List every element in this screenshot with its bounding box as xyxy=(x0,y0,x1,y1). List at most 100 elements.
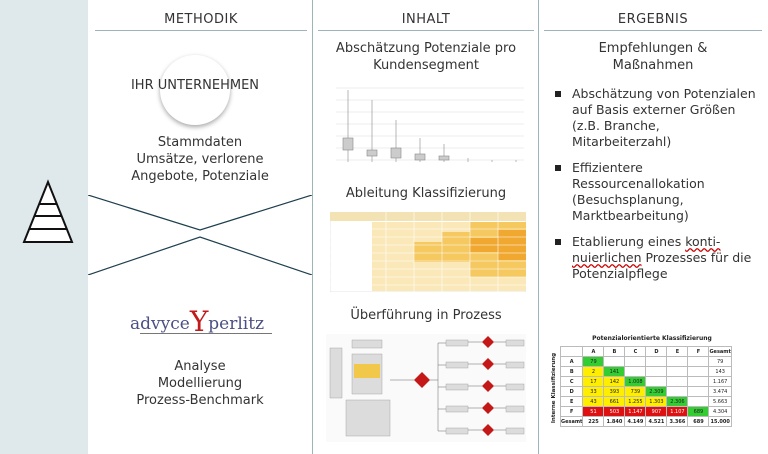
column-header-ergebnis: ERGEBNIS xyxy=(617,12,689,27)
table-cell: 142 xyxy=(603,376,626,387)
table-header-cell: B xyxy=(603,346,626,357)
table-cell: 907 xyxy=(645,406,668,417)
table-cell: 79 xyxy=(708,356,732,367)
boxplot-thumbnail xyxy=(336,87,524,162)
table-header-cell xyxy=(559,346,584,357)
table-cell: 225 xyxy=(582,416,605,427)
table-title: Potenzialorientierte Klassifizierung xyxy=(592,335,712,342)
table-cell: 3.366 xyxy=(666,416,689,427)
table-cell xyxy=(687,386,710,397)
recommendations-list: Abschätzung von Potenzialen auf Basis ex… xyxy=(553,86,758,292)
table-cell: E xyxy=(559,396,584,407)
table-cell: 51 xyxy=(582,406,605,417)
logo-part: perlitz xyxy=(208,314,265,334)
bullet-text: Etablierung eines xyxy=(572,234,686,249)
chevron-divider xyxy=(88,195,312,275)
table-cell xyxy=(687,376,710,387)
table-cell xyxy=(666,356,689,367)
title-line: Abschätzung Potenziale pro xyxy=(335,41,517,56)
table-cell: 3.474 xyxy=(708,386,732,397)
table-cell: 689 xyxy=(687,416,710,427)
table-cell xyxy=(645,376,668,387)
list-item: Effizientere Ressourcenallokation (Besuc… xyxy=(553,160,758,224)
table-cell xyxy=(624,356,647,367)
bullet-text-spellcheck: konti-nuierlichen xyxy=(572,234,721,265)
advyce-perlitz-logo: advyceYperlitz xyxy=(130,303,280,338)
table-cell: 43 xyxy=(582,396,605,407)
table-cell: Gesamt xyxy=(559,416,584,427)
classification-matrix-thumbnail xyxy=(329,211,527,293)
list-item: Abschätzung von Potenzialen auf Basis ex… xyxy=(553,86,758,150)
company-circle xyxy=(160,55,230,125)
table-cell: 2.309 xyxy=(645,386,668,397)
table-cell: 1.167 xyxy=(708,376,732,387)
table-cell: 4.149 xyxy=(624,416,647,427)
table-cell: 33 xyxy=(582,386,605,397)
table-cell: 15.000 xyxy=(708,416,732,427)
potential-title: Abschätzung Potenziale pro Kundensegment xyxy=(318,40,534,74)
column-separator xyxy=(538,0,539,454)
column-separator xyxy=(312,0,313,454)
table-cell: C xyxy=(559,376,584,387)
table-cell xyxy=(687,396,710,407)
table-cell: 17 xyxy=(582,376,605,387)
table-cell: 661 xyxy=(603,396,626,407)
table-header-cell: D xyxy=(645,346,668,357)
table-cell xyxy=(645,356,668,367)
header-underline xyxy=(544,30,762,31)
table-cell: 1.147 xyxy=(624,406,647,417)
table-cell xyxy=(645,366,668,377)
table-cell: F xyxy=(559,406,584,417)
logo-underline xyxy=(140,333,272,334)
table-cell: 79 xyxy=(582,356,605,367)
table-side-label: Interne Klassifizierung xyxy=(551,352,557,424)
table-cell xyxy=(666,386,689,397)
table-cell xyxy=(666,366,689,377)
classification-result-table: Potenzialorientierte Klassifizierung Int… xyxy=(548,335,756,435)
company-label: IHR UNTERNEHMEN xyxy=(130,78,260,93)
table-cell: 393 xyxy=(603,386,626,397)
table-header-cell: Gesamt xyxy=(708,346,732,357)
table-cell: 739 xyxy=(624,386,647,397)
table-header-cell: C xyxy=(624,346,647,357)
table-cell xyxy=(666,376,689,387)
table-cell: 2.306 xyxy=(666,396,689,407)
pyramid-icon xyxy=(22,179,74,243)
table-cell xyxy=(687,356,710,367)
table-cell: B xyxy=(559,366,584,377)
data-line: Angebote, Potenziale xyxy=(131,169,269,184)
table-cell: 4.521 xyxy=(645,416,668,427)
table-cell: 143 xyxy=(708,366,732,377)
analysis-text: Analyse Modellierung Prozess-Benchmark xyxy=(100,358,300,409)
classification-title: Ableitung Klassifizierung xyxy=(345,186,507,201)
table-header-cell: A xyxy=(582,346,605,357)
table-cell: 503 xyxy=(603,406,626,417)
table-side-label-box: Interne Klassifizierung xyxy=(548,349,558,429)
recommendations-title: Empfehlungen & Maßnahmen xyxy=(544,40,762,74)
table-cell: 2 xyxy=(582,366,605,377)
table-cell: D xyxy=(559,386,584,397)
title-line: Kundensegment xyxy=(373,58,479,73)
logo-part: advyce xyxy=(130,314,190,334)
analysis-line: Prozess-Benchmark xyxy=(136,393,264,408)
table-cell: 689 xyxy=(687,406,710,417)
table-cell: 1.107 xyxy=(666,406,689,417)
header-underline xyxy=(95,30,307,31)
table-header-cell: F xyxy=(687,346,710,357)
data-line: Stammdaten xyxy=(157,135,243,150)
table-cell xyxy=(687,366,710,377)
data-line: Umsätze, verlorene xyxy=(136,152,264,167)
logo-part: Y xyxy=(189,305,209,338)
analysis-line: Modellierung xyxy=(157,376,243,391)
table-cell: A xyxy=(559,356,584,367)
master-data-text: Stammdaten Umsätze, verlorene Angebote, … xyxy=(100,134,300,185)
table-cell xyxy=(624,366,647,377)
column-header-methodik: METHODIK xyxy=(164,12,238,27)
